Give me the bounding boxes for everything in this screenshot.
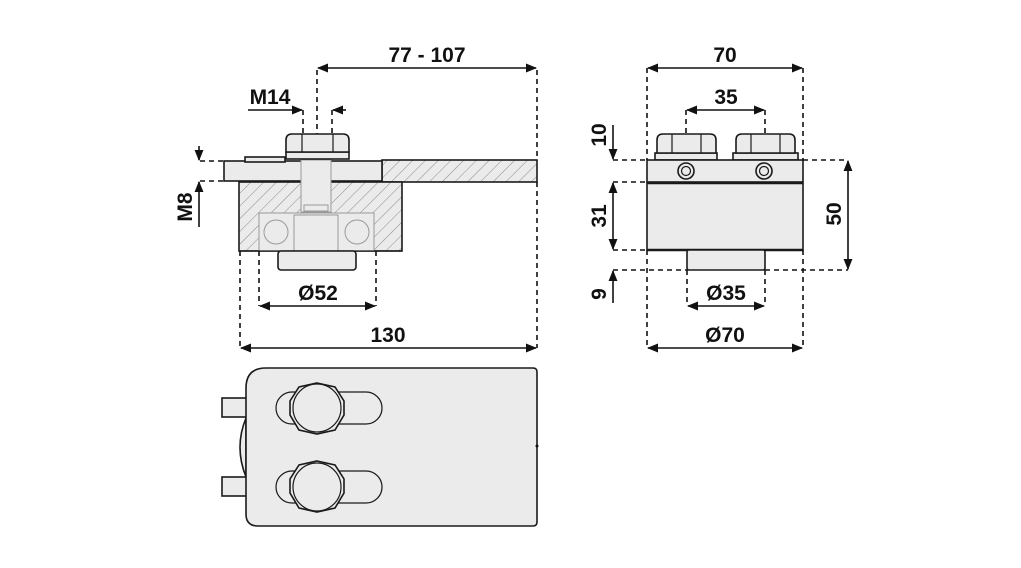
washer-left — [654, 152, 718, 161]
front-view-dimensions: 70 35 10 31 9 50 Ø35 Ø70 — [588, 44, 853, 353]
bearing-ball-left — [263, 219, 289, 245]
slot-top — [275, 391, 383, 425]
dim-overall-length: 130 — [370, 324, 405, 347]
bolt-hex-bottom — [289, 460, 345, 513]
tab-top — [221, 397, 249, 418]
slot-bottom — [275, 470, 383, 504]
side-view — [223, 133, 538, 271]
dim-body-height: 31 — [588, 204, 611, 228]
washer — [285, 151, 350, 160]
hex-nut-left — [656, 133, 717, 154]
top-plate — [646, 159, 804, 183]
boss-arc — [239, 417, 247, 478]
body — [646, 182, 804, 251]
bolt-head-top — [292, 383, 342, 433]
bolt-head-bottom — [292, 462, 342, 512]
dim-body-diameter: Ø70 — [705, 324, 745, 347]
top-view — [221, 367, 539, 527]
bearing-ball-right — [344, 219, 370, 245]
hex-nut — [285, 133, 350, 153]
dim-boss-diameter: Ø35 — [706, 282, 746, 305]
boss — [686, 249, 766, 271]
arm-plate-hatched — [381, 159, 538, 183]
dim-bolt-spacing: 35 — [714, 86, 738, 109]
dim-thread-m8: M8 — [174, 192, 197, 221]
bolt-hex-top — [289, 382, 345, 435]
dim-boss-height: 9 — [588, 288, 611, 300]
dim-thread-m14: M14 — [250, 86, 291, 109]
bolt-shank — [300, 159, 332, 213]
dim-total-height: 50 — [823, 202, 846, 225]
hex-nut-right — [735, 133, 796, 154]
dim-overall-width: 70 — [713, 44, 736, 67]
bolt-tip — [303, 204, 329, 212]
dim-nut-height: 10 — [588, 123, 611, 146]
screw-head-right — [755, 162, 773, 180]
dim-adjust-range: 77 - 107 — [388, 44, 465, 67]
screw-head-left — [677, 162, 695, 180]
washer-right — [732, 152, 799, 161]
side-view-dimensions: 77 - 107 M14 M8 Ø52 130 — [174, 44, 538, 353]
tab-bottom — [221, 476, 249, 497]
front-view — [646, 133, 804, 271]
plate-step — [244, 156, 286, 163]
dim-bearing-diameter: Ø52 — [298, 282, 338, 305]
bearing-inner-race — [293, 214, 339, 252]
bearing-boss — [277, 250, 357, 271]
